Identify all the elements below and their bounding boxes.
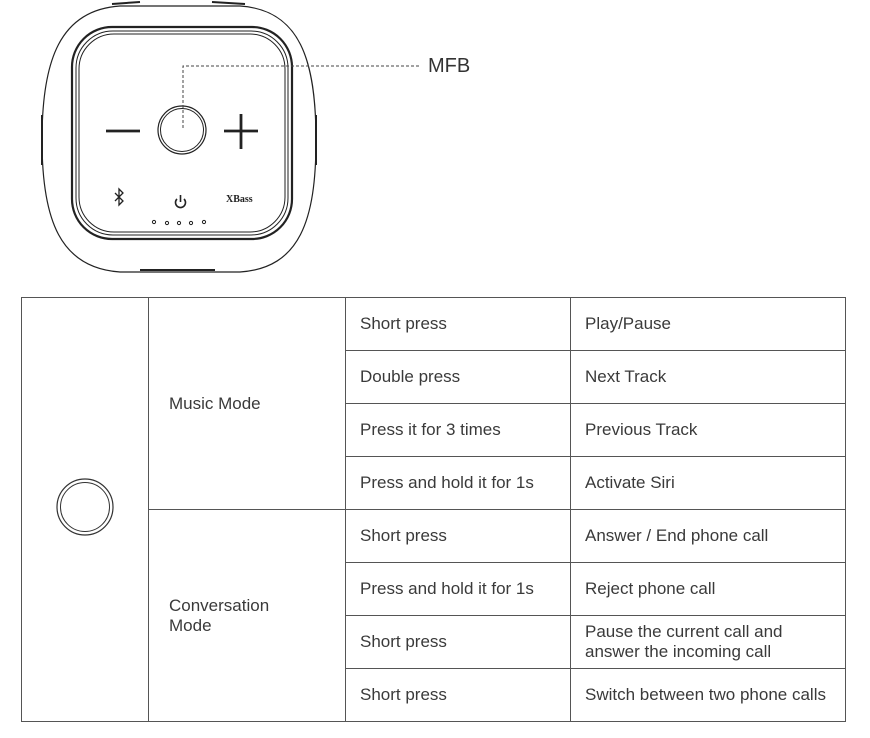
mode-label: Music Mode xyxy=(148,297,346,510)
speaker-diagram: XBass xyxy=(41,1,420,273)
mfb-callout-label: MFB xyxy=(428,55,471,77)
action-cell: Short press xyxy=(345,297,571,351)
action-cell: Press and hold it for 1s xyxy=(345,456,571,510)
function-cell: Play/Pause xyxy=(570,297,846,351)
bluetooth-icon xyxy=(114,187,124,207)
function-cell: Switch between two phone calls xyxy=(570,668,846,722)
volume-up-icon xyxy=(224,114,258,149)
action-cell: Short press xyxy=(345,615,571,669)
function-cell: Reject phone call xyxy=(570,562,846,616)
mfb-function-table: Music Mode Short press Play/Pause Double… xyxy=(21,297,846,722)
function-cell: Pause the current call and answer the in… xyxy=(570,615,846,669)
function-cell: Previous Track xyxy=(570,403,846,457)
mfb-button xyxy=(157,105,207,155)
table-row: Press it for 3 times Previous Track xyxy=(22,403,846,457)
function-cell: Answer / End phone call xyxy=(570,509,846,563)
action-cell: Press and hold it for 1s xyxy=(345,562,571,616)
mfb-icon-cell xyxy=(21,297,149,722)
action-cell: Press it for 3 times xyxy=(345,403,571,457)
table-row: Short press Switch between two phone cal… xyxy=(22,668,846,722)
speaker-top-panel xyxy=(70,25,294,241)
table-row: Conversation Mode Short press Answer / E… xyxy=(22,509,846,722)
action-cell: Short press xyxy=(345,509,571,563)
table-row: Double press Next Track xyxy=(22,350,846,404)
function-cell: Activate Siri xyxy=(570,456,846,510)
battery-indicator-dots xyxy=(151,219,207,226)
table-row: Press and hold it for 1s Reject phone ca… xyxy=(22,562,846,616)
xbass-label: XBass xyxy=(226,194,253,205)
power-icon xyxy=(174,195,187,209)
function-cell: Next Track xyxy=(570,350,846,404)
callout-line xyxy=(182,65,420,128)
table-row: Press and hold it for 1s Activate Siri xyxy=(22,456,846,510)
action-cell: Double press xyxy=(345,350,571,404)
action-cell: Short press xyxy=(345,668,571,722)
table-row: Music Mode Short press Play/Pause xyxy=(21,297,846,722)
table-row: Short press Pause the current call and a… xyxy=(22,615,846,669)
mode-label: Conversation Mode xyxy=(148,509,346,722)
mfb-button-icon xyxy=(56,478,114,536)
